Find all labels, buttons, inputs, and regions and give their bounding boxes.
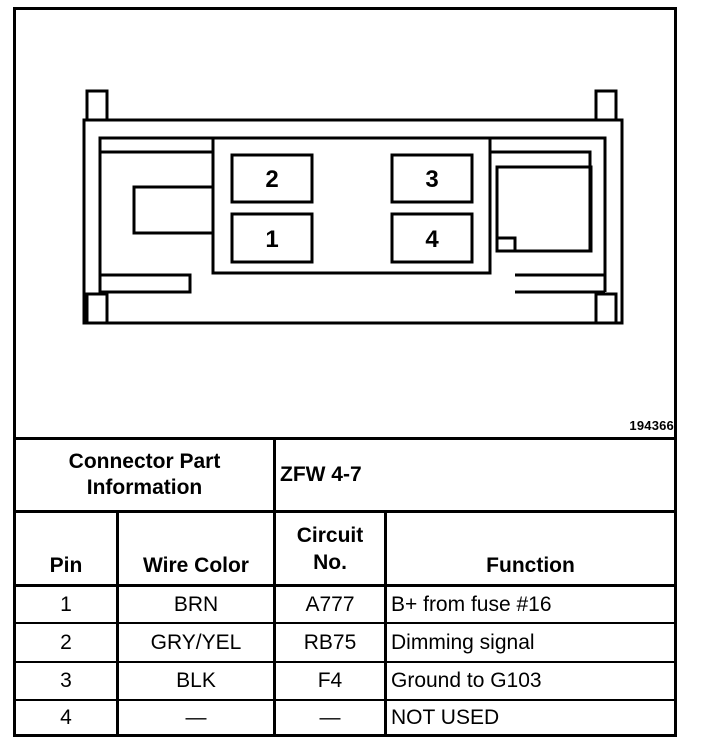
right-latch-slot	[495, 165, 593, 253]
row-1-pin: 1	[60, 592, 72, 616]
right-latch-tab	[497, 236, 517, 251]
row-1-function: B+ from fuse #16	[391, 592, 552, 616]
cavity-4-box	[390, 212, 474, 264]
row-2-circuit: RB75	[303, 630, 357, 654]
cavity-3-box	[390, 153, 474, 204]
header-wire-color: Wire Color	[143, 554, 249, 577]
row-2-wire-color: GRY/YEL	[150, 630, 242, 654]
header-function: Function	[486, 554, 575, 577]
row-2-bottom-line	[13, 661, 677, 663]
cavity-2-box	[230, 153, 314, 204]
row-3-function: Ground to G103	[391, 669, 542, 692]
row-4-pin: 4	[60, 705, 72, 729]
diagram-frame	[13, 7, 677, 737]
row-4-circuit: —	[319, 705, 341, 729]
col-divider-3	[384, 510, 387, 737]
row-1-circuit: A777	[305, 592, 355, 616]
connector-right-inner-outline	[490, 136, 607, 262]
connector-face-drawing: 2 1 3 4	[82, 89, 624, 325]
part-info-divider	[273, 437, 276, 513]
header-circuit-line2: No.	[313, 550, 347, 574]
row-4-function: NOT USED	[391, 705, 500, 729]
header-circuit-line1: Circuit	[296, 523, 364, 547]
figure-id: 194366	[629, 418, 674, 433]
left-latch-slot	[132, 185, 213, 235]
top-right-tab	[594, 89, 618, 122]
header-bottom-line	[13, 584, 677, 587]
part-info-label-line2: Information	[86, 476, 203, 499]
cavity-4-label: 4	[425, 226, 439, 253]
part-info-label-line1: Connector Part	[68, 450, 221, 473]
row-3-wire-color: BLK	[176, 669, 216, 692]
row-1-bottom-line	[13, 622, 677, 624]
connector-right-lower-rail	[515, 262, 607, 294]
cavity-2-label: 2	[265, 166, 278, 193]
part-info-value: ZFW 4-7	[280, 463, 362, 486]
row-3-bottom-line	[13, 699, 677, 701]
row-3-circuit: F4	[317, 669, 343, 692]
part-info-label: Connector Part Information	[16, 440, 273, 510]
row-2-pin: 2	[60, 630, 72, 654]
row-3-pin: 3	[60, 669, 72, 692]
top-left-tab	[85, 89, 109, 122]
row-1-wire-color: BRN	[173, 592, 219, 616]
top-left-tab-shoulder	[105, 91, 190, 122]
bottom-left-tab	[85, 292, 109, 325]
connector-left-lower-rail	[98, 263, 192, 294]
row-2-function: Dimming signal	[391, 630, 535, 654]
header-circuit-no: Circuit No.	[276, 513, 384, 584]
cavity-1-label: 1	[265, 226, 278, 253]
col-divider-1	[116, 510, 119, 737]
cavity-1-box	[230, 212, 314, 264]
part-info-bottom-line	[13, 510, 677, 513]
row-4-wire-color: —	[185, 705, 207, 729]
table-top-line	[13, 437, 677, 440]
bottom-right-tab	[594, 292, 618, 325]
connector-body-outline	[82, 118, 624, 325]
cavity-3-label: 3	[425, 166, 438, 193]
connector-left-inner-outline	[98, 136, 213, 263]
connector-cavity-block	[211, 136, 492, 275]
header-pin: Pin	[49, 554, 83, 577]
col-divider-2	[273, 510, 276, 737]
